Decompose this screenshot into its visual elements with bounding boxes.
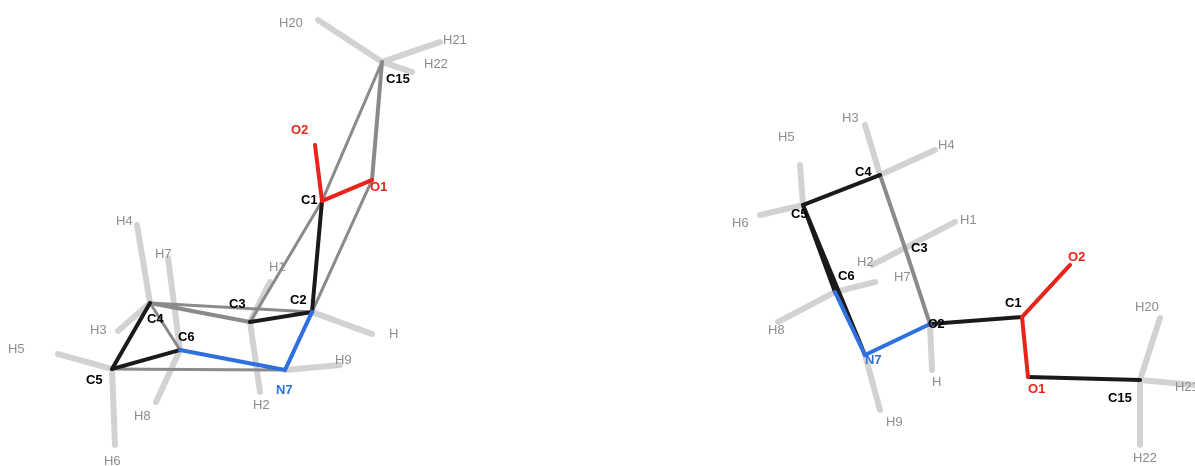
bond-left-c6-n7 (178, 348, 287, 372)
bond-left-c4-c6 (148, 301, 182, 352)
atom-label-left-c2: C2 (290, 292, 307, 307)
bond-left-c2-n7 (283, 310, 314, 372)
atom-label-left-h22: H22 (424, 56, 448, 71)
atom-label-left-c15: C15 (386, 71, 410, 86)
atom-label-right-h: H (932, 374, 941, 389)
atom-label-left-c1: C1 (301, 192, 318, 207)
atom-label-left-h4: H4 (116, 213, 133, 228)
atom-label-left-h: H (389, 326, 398, 341)
bond-left-c2-h (309, 309, 375, 337)
bond-right-c3-h2 (869, 245, 908, 268)
bond-left-c3-c4 (148, 301, 252, 324)
bond-left-c1-o2 (313, 143, 324, 203)
atom-label-left-n7: N7 (276, 382, 293, 397)
bond-left-c5-h5 (55, 351, 115, 372)
atom-label-right-h2: H2 (857, 254, 874, 269)
atom-label-right-c5: C5 (791, 206, 808, 221)
atom-label-right-h9: H9 (886, 414, 903, 429)
bond-right-c6-n7 (833, 290, 867, 357)
bond-left-c4-c5 (110, 301, 152, 371)
bond-left-o1-c15 (370, 60, 384, 182)
atom-label-right-h7: H7 (894, 269, 911, 284)
bond-right-c1-o1 (1020, 315, 1030, 379)
bond-right-c2-n7 (863, 322, 932, 357)
bond-left-c4-h4 (134, 222, 153, 306)
atom-label-right-h1: H1 (960, 212, 977, 227)
bond-left-c2-o1 (310, 178, 374, 314)
atom-label-left-o2: O2 (291, 122, 308, 137)
atom-label-left-h7: H7 (155, 246, 172, 261)
atom-label-left-c5: C5 (86, 372, 103, 387)
bond-right-o1-c15 (1026, 375, 1142, 382)
bond-right-c6-h8 (775, 289, 838, 325)
atom-label-right-o2: O2 (1068, 249, 1085, 264)
bond-right-c4-h3 (862, 122, 883, 178)
atom-label-left-h9: H9 (335, 352, 352, 367)
atom-label-left-h2: H2 (253, 397, 270, 412)
bond-right-c3-c4 (878, 173, 907, 250)
atom-label-right-c15: C15 (1108, 390, 1132, 405)
bond-right-c15-h21 (1137, 377, 1195, 388)
bond-left-c1-c15 (320, 60, 384, 203)
atom-label-right-h21: H21 (1175, 379, 1195, 394)
bond-right-c2-h (927, 321, 935, 373)
bond-left-c2-c3 (248, 310, 314, 324)
bond-right-c5-h6 (757, 202, 806, 218)
bond-left-c15-h22 (379, 59, 415, 75)
atom-label-right-c6: C6 (838, 268, 855, 283)
bond-right-c1-c2 (928, 315, 1024, 326)
atom-label-right-h4: H4 (938, 137, 955, 152)
bond-left-c5-n7 (110, 367, 287, 372)
atom-label-left-h21: H21 (443, 32, 467, 47)
atom-label-right-c3: C3 (911, 240, 928, 255)
atom-label-right-h5: H5 (778, 129, 795, 144)
bond-right-c3-h1 (902, 219, 958, 251)
atom-label-right-o1: O1 (1028, 381, 1045, 396)
atom-label-right-c4: C4 (855, 164, 872, 179)
bond-right-c2-c3 (903, 246, 932, 326)
bond-left-c1-c2 (310, 199, 324, 314)
bond-right-c5-h5 (797, 162, 806, 208)
bond-left-c15-h20 (315, 17, 385, 65)
atom-label-right-h3: H3 (842, 110, 859, 125)
atom-label-left-h5: H5 (8, 341, 25, 356)
atom-label-right-h6: H6 (732, 215, 749, 230)
bond-left-c6-h8 (153, 347, 183, 405)
atom-label-left-o1: O1 (370, 179, 387, 194)
atom-label-left-h6: H6 (104, 453, 121, 466)
bond-left-c1-c3 (248, 199, 324, 324)
atom-label-right-h22: H22 (1133, 450, 1157, 465)
atom-label-left-h3: H3 (90, 322, 107, 337)
atom-label-left-h1: H1 (269, 259, 286, 274)
bond-left-n7-h9 (282, 362, 343, 373)
bond-left-c5-c6 (110, 348, 182, 371)
bond-right-c6-h7 (832, 279, 878, 295)
atom-label-right-h20: H20 (1135, 299, 1159, 314)
bond-left-c5-h6 (109, 366, 118, 448)
bond-right-c1-o2 (1020, 263, 1072, 319)
bond-left-c15-h21 (379, 39, 443, 65)
bond-right-c4-h4 (877, 147, 938, 178)
atom-label-right-n7: N7 (865, 352, 882, 367)
bond-left-c1-o1 (320, 178, 374, 203)
bond-right-c4-c5 (801, 173, 882, 207)
atom-label-left-c6: C6 (178, 329, 195, 344)
atom-label-left-h20: H20 (279, 15, 303, 30)
bond-left-c2-c4 (148, 301, 314, 314)
atom-label-left-c3: C3 (229, 296, 246, 311)
atom-label-right-h8: H8 (768, 322, 785, 337)
bond-right-c15-h20 (1137, 315, 1163, 383)
atom-label-right-c1: C1 (1005, 295, 1022, 310)
atom-label-left-c4: C4 (147, 311, 164, 326)
atom-label-left-h8: H8 (134, 408, 151, 423)
bond-left-c4-h3 (115, 300, 153, 334)
atom-label-right-c2: C2 (928, 316, 945, 331)
bond-left-c3-h2 (247, 319, 263, 395)
bond-right-n7-h9 (862, 352, 883, 413)
